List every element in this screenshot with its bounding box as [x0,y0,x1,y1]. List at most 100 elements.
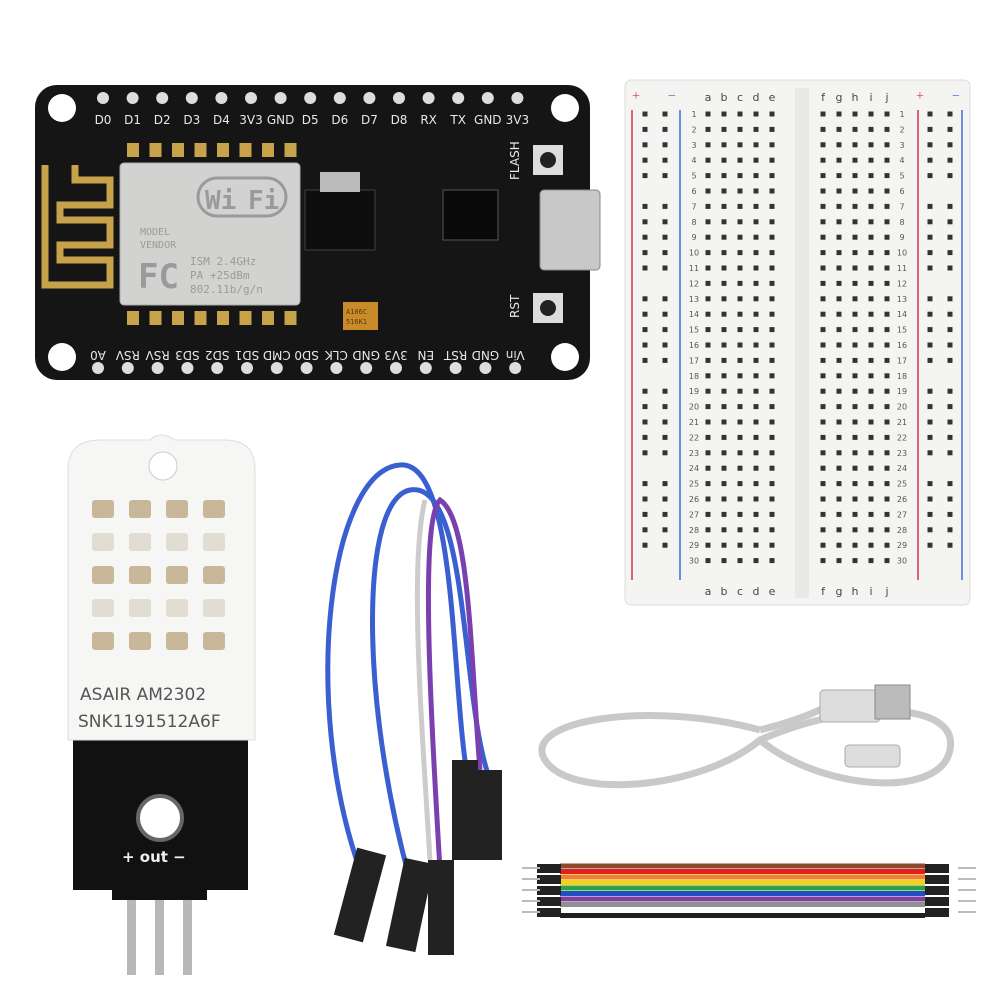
breadboard-hole[interactable] [721,388,727,394]
breadboard-hole[interactable] [820,527,826,533]
breadboard-hole[interactable] [868,434,874,440]
breadboard-hole[interactable] [737,111,743,117]
breadboard-hole[interactable] [753,157,759,163]
breadboard-hole[interactable] [721,311,727,317]
breadboard-hole[interactable] [721,327,727,333]
breadboard-hole[interactable] [868,388,874,394]
breadboard-hole[interactable] [705,265,711,271]
breadboard-hole[interactable] [721,157,727,163]
rail-hole[interactable] [947,450,953,456]
breadboard-hole[interactable] [705,126,711,132]
breadboard-hole[interactable] [852,311,858,317]
breadboard-hole[interactable] [737,265,743,271]
rail-hole[interactable] [927,419,933,425]
breadboard-hole[interactable] [753,188,759,194]
rail-hole[interactable] [927,157,933,163]
breadboard-hole[interactable] [836,142,842,148]
breadboard-hole[interactable] [820,188,826,194]
breadboard-hole[interactable] [852,434,858,440]
breadboard-hole[interactable] [721,250,727,256]
breadboard-hole[interactable] [721,203,727,209]
breadboard-hole[interactable] [884,203,890,209]
breadboard-hole[interactable] [852,481,858,487]
breadboard-hole[interactable] [753,250,759,256]
breadboard-hole[interactable] [836,219,842,225]
breadboard-hole[interactable] [769,203,775,209]
breadboard-hole[interactable] [705,357,711,363]
breadboard-hole[interactable] [836,296,842,302]
breadboard-hole[interactable] [852,173,858,179]
rail-hole[interactable] [642,219,648,225]
breadboard-hole[interactable] [852,250,858,256]
breadboard-hole[interactable] [705,280,711,286]
breadboard-hole[interactable] [737,373,743,379]
rail-hole[interactable] [927,388,933,394]
breadboard-hole[interactable] [852,558,858,564]
rail-hole[interactable] [662,173,668,179]
breadboard-hole[interactable] [820,511,826,517]
breadboard-hole[interactable] [852,388,858,394]
breadboard-hole[interactable] [705,296,711,302]
rail-hole[interactable] [642,388,648,394]
breadboard-hole[interactable] [737,250,743,256]
breadboard-hole[interactable] [852,357,858,363]
breadboard-hole[interactable] [737,280,743,286]
breadboard-hole[interactable] [836,234,842,240]
breadboard-hole[interactable] [753,465,759,471]
breadboard-hole[interactable] [884,296,890,302]
breadboard-hole[interactable] [737,357,743,363]
breadboard-hole[interactable] [753,481,759,487]
breadboard-hole[interactable] [884,450,890,456]
breadboard-hole[interactable] [820,419,826,425]
breadboard-hole[interactable] [737,404,743,410]
breadboard-hole[interactable] [769,465,775,471]
breadboard-hole[interactable] [836,450,842,456]
breadboard-hole[interactable] [836,404,842,410]
rail-hole[interactable] [642,434,648,440]
breadboard-hole[interactable] [836,126,842,132]
breadboard-hole[interactable] [820,142,826,148]
breadboard-hole[interactable] [836,419,842,425]
rail-hole[interactable] [662,404,668,410]
breadboard-hole[interactable] [737,126,743,132]
breadboard-hole[interactable] [820,481,826,487]
breadboard-hole[interactable] [753,542,759,548]
breadboard-hole[interactable] [884,311,890,317]
breadboard-hole[interactable] [721,465,727,471]
breadboard-hole[interactable] [721,496,727,502]
rail-hole[interactable] [642,419,648,425]
breadboard-hole[interactable] [705,496,711,502]
rail-hole[interactable] [642,203,648,209]
breadboard-hole[interactable] [753,434,759,440]
breadboard-hole[interactable] [737,511,743,517]
breadboard-hole[interactable] [753,357,759,363]
breadboard-hole[interactable] [836,342,842,348]
breadboard-hole[interactable] [820,173,826,179]
breadboard-hole[interactable] [737,157,743,163]
breadboard-hole[interactable] [753,388,759,394]
breadboard-hole[interactable] [852,126,858,132]
rail-hole[interactable] [927,234,933,240]
breadboard-hole[interactable] [737,481,743,487]
breadboard-hole[interactable] [820,434,826,440]
breadboard-hole[interactable] [769,357,775,363]
breadboard-hole[interactable] [820,465,826,471]
rail-hole[interactable] [642,111,648,117]
rail-hole[interactable] [642,450,648,456]
breadboard-hole[interactable] [868,450,874,456]
rail-hole[interactable] [947,126,953,132]
breadboard-hole[interactable] [868,496,874,502]
breadboard-hole[interactable] [820,250,826,256]
breadboard-hole[interactable] [705,465,711,471]
breadboard-hole[interactable] [721,419,727,425]
breadboard-hole[interactable] [705,111,711,117]
rail-hole[interactable] [947,404,953,410]
breadboard-hole[interactable] [836,496,842,502]
rail-hole[interactable] [927,142,933,148]
breadboard-hole[interactable] [705,404,711,410]
rail-hole[interactable] [947,342,953,348]
breadboard-hole[interactable] [737,234,743,240]
breadboard-hole[interactable] [721,188,727,194]
breadboard-hole[interactable] [884,234,890,240]
rail-hole[interactable] [662,250,668,256]
